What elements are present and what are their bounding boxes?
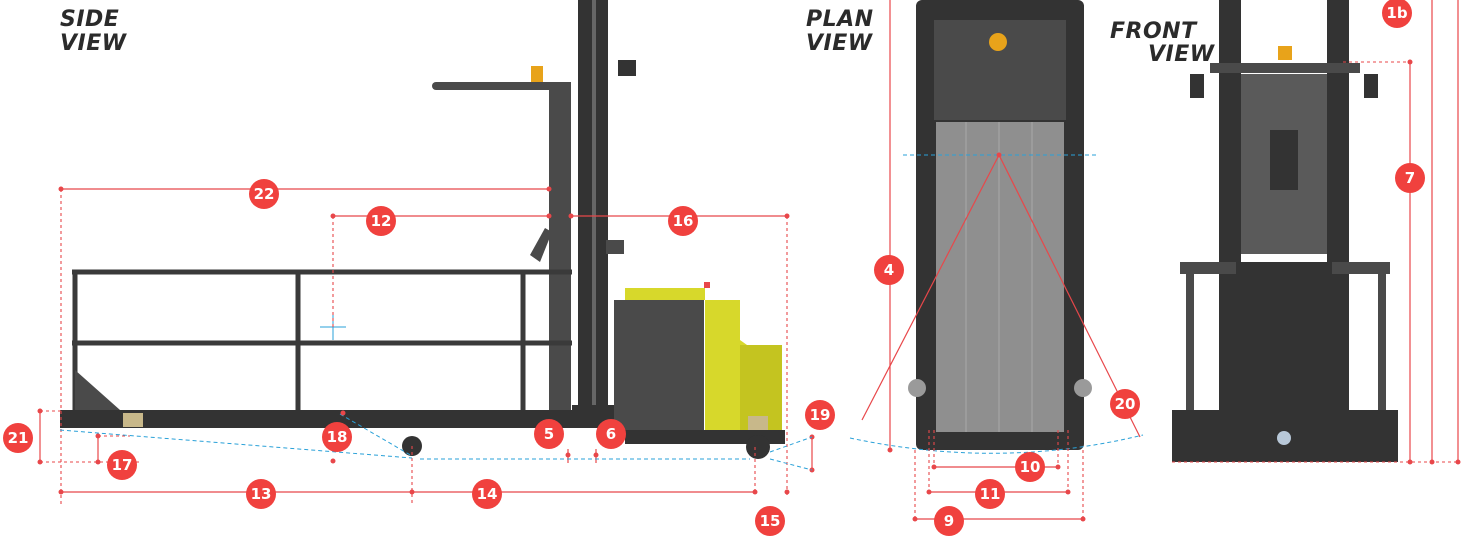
side-view-title-line2: VIEW (60, 31, 128, 56)
right-camera-icon (1364, 74, 1378, 98)
callout-21: 21 (3, 423, 33, 453)
front-view-title-line2: VIEW (1148, 42, 1216, 67)
beacon-light-icon (531, 66, 543, 82)
svg-text:11: 11 (980, 485, 1001, 503)
callout-7: 7 (1395, 163, 1425, 193)
front-view-title-line1: FRONT (1110, 19, 1198, 44)
svg-text:14: 14 (477, 485, 498, 503)
callout-6: 6 (596, 419, 626, 449)
callout-4: 4 (874, 255, 904, 285)
callout-16: 16 (668, 206, 698, 236)
plan-view-machine (908, 0, 1092, 450)
svg-text:17: 17 (112, 456, 133, 474)
svg-text:4: 4 (884, 261, 894, 279)
svg-text:12: 12 (371, 212, 392, 230)
front-beacon-icon (1278, 46, 1292, 60)
side-view-title-line1: SIDE (60, 7, 119, 32)
side-view-machine (60, 0, 785, 459)
svg-text:18: 18 (327, 428, 348, 446)
svg-text:7: 7 (1405, 169, 1415, 187)
callout-12: 12 (366, 206, 396, 236)
front-view-dimensions (1172, 0, 1461, 465)
callout-17: 17 (107, 450, 137, 480)
side-view-dimensions (37, 186, 815, 505)
control-panel (530, 228, 552, 262)
callout-11: 11 (975, 479, 1005, 509)
overhead-guard-bar (432, 82, 562, 90)
svg-text:13: 13 (251, 485, 272, 503)
svg-text:10: 10 (1020, 458, 1041, 476)
callout-19: 19 (805, 400, 835, 430)
callout-22: 22 (249, 179, 279, 209)
battery-box (614, 300, 704, 430)
front-view-machine (1172, 0, 1398, 462)
platform-deck (60, 410, 572, 428)
svg-text:6: 6 (606, 425, 616, 443)
plan-platform-grid (936, 122, 1064, 432)
plan-view-title-line2: VIEW (806, 31, 874, 56)
svg-text:20: 20 (1115, 395, 1136, 413)
svg-text:16: 16 (673, 212, 694, 230)
svg-text:15: 15 (760, 512, 781, 530)
svg-text:21: 21 (8, 429, 29, 447)
callout-9: 9 (934, 506, 964, 536)
callout-10: 10 (1015, 452, 1045, 482)
callout-20: 20 (1110, 389, 1140, 419)
callout-14: 14 (472, 479, 502, 509)
front-overhead-guard (1210, 63, 1360, 73)
plan-view-dimensions (849, 0, 1144, 522)
operator-post (549, 82, 571, 412)
svg-text:1b: 1b (1386, 4, 1407, 22)
plan-view-title-line1: PLAN (806, 7, 874, 32)
callout-15: 15 (755, 506, 785, 536)
svg-text:5: 5 (544, 425, 554, 443)
callout-1b: 1b (1382, 0, 1412, 28)
left-camera-icon (1190, 74, 1204, 98)
svg-text:9: 9 (944, 512, 954, 530)
camera-icon (618, 60, 636, 76)
drive-wheel (746, 435, 770, 459)
callout-18: 18 (322, 422, 352, 452)
callout-13: 13 (246, 479, 276, 509)
callout-5: 5 (534, 419, 564, 449)
svg-text:22: 22 (254, 185, 275, 203)
svg-text:19: 19 (810, 406, 831, 424)
